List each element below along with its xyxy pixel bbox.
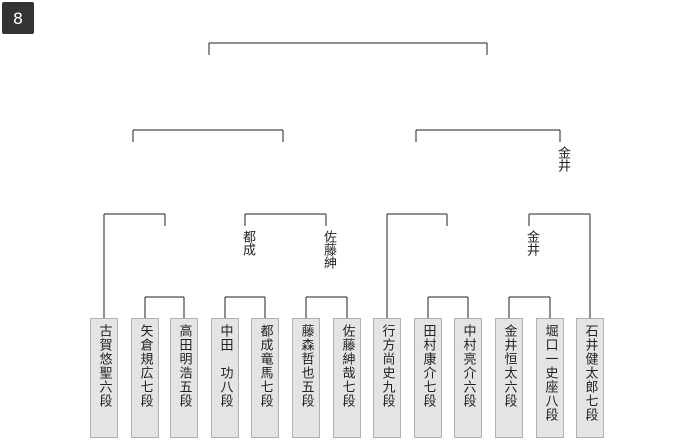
player-card[interactable]: 中村亮介六段 [454, 318, 482, 438]
winner-label: 金井 [555, 146, 570, 172]
player-card[interactable]: 堀口一史座八段 [536, 318, 564, 438]
player-card[interactable]: 藤森哲也五段 [292, 318, 320, 438]
player-name: 行方尚史九段 [379, 324, 395, 408]
player-card[interactable]: 佐藤紳哉七段 [333, 318, 361, 438]
player-name: 中田 功八段 [217, 324, 233, 408]
winner-label: 金井 [524, 230, 539, 256]
winner-label: 佐藤紳 [321, 230, 336, 269]
player-name: 金井恒太六段 [501, 324, 517, 408]
player-card[interactable]: 都成竜馬七段 [251, 318, 279, 438]
player-card[interactable]: 行方尚史九段 [373, 318, 401, 438]
player-name: 石井健太郎七段 [582, 324, 598, 422]
player-card[interactable]: 中田 功八段 [211, 318, 239, 438]
player-name: 佐藤紳哉七段 [339, 324, 355, 408]
player-card[interactable]: 田村康介七段 [414, 318, 442, 438]
player-name: 堀口一史座八段 [542, 324, 558, 422]
player-card[interactable]: 高田明浩五段 [170, 318, 198, 438]
player-name: 藤森哲也五段 [298, 324, 314, 408]
winner-label: 都成 [240, 230, 255, 256]
player-name: 都成竜馬七段 [257, 324, 273, 408]
bracket-lines [103, 42, 591, 318]
player-name: 中村亮介六段 [460, 324, 476, 408]
player-card[interactable]: 金井恒太六段 [495, 318, 523, 438]
round-badge: 8 [2, 2, 34, 34]
player-card[interactable]: 矢倉規広七段 [131, 318, 159, 438]
player-name: 高田明浩五段 [176, 324, 192, 408]
player-name: 矢倉規広七段 [137, 324, 153, 408]
player-card[interactable]: 古賀悠聖六段 [90, 318, 118, 438]
player-card[interactable]: 石井健太郎七段 [576, 318, 604, 438]
player-name: 田村康介七段 [420, 324, 436, 408]
player-name: 古賀悠聖六段 [96, 324, 112, 408]
